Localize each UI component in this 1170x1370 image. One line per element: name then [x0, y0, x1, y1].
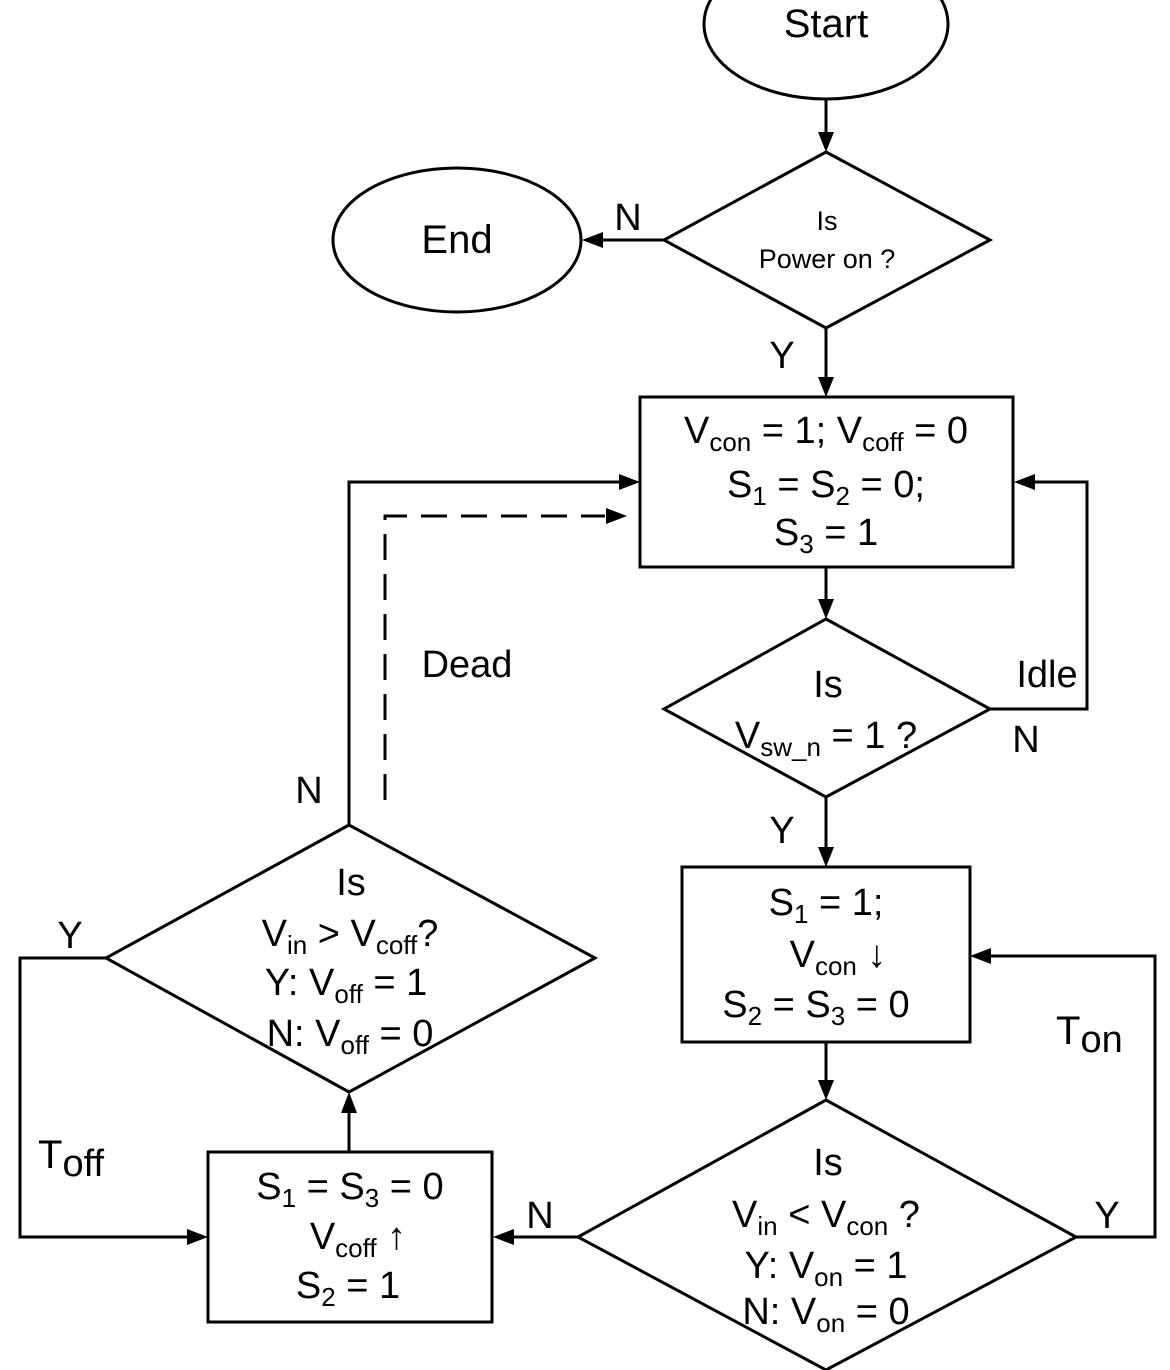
label-idle: Idle — [1016, 654, 1077, 696]
coff-decision-line4: N: Voff = 0 — [267, 1013, 434, 1060]
arrowhead — [970, 948, 991, 964]
start-label: Start — [784, 2, 868, 46]
end-label: End — [421, 218, 492, 262]
off-line2: Vcoff ↑ — [310, 1216, 406, 1263]
on-line2: Vcon ↓ — [790, 934, 887, 981]
edge-toff-loop — [18, 956, 188, 1239]
label-sw-no: N — [1012, 719, 1039, 761]
coff-decision-line1: Is — [336, 862, 366, 904]
arrowhead — [619, 474, 640, 490]
label-dead: Dead — [422, 644, 513, 686]
con-decision-line3: Y: Von = 1 — [744, 1245, 907, 1292]
label-con-no: N — [526, 1195, 553, 1237]
init-line2: S1 = S2 = 0; — [727, 464, 925, 511]
init-line3: S3 = 1 — [774, 512, 878, 559]
edge-coff-init — [347, 480, 620, 825]
label-con-yes: Y — [1094, 1195, 1119, 1237]
edge-ton-loop — [990, 954, 1157, 1239]
edge-dead-dashed — [383, 514, 605, 800]
con-decision-line2: Vin < Vcon ? — [732, 1194, 920, 1241]
arrowhead — [818, 132, 834, 152]
end-terminal: End — [331, 166, 583, 314]
coff-decision: Is Vin > Vcoff? Y: Voff = 1 N: Voff = 0 — [102, 823, 599, 1094]
arrowhead — [187, 1229, 208, 1245]
switch-decision-line1: Is — [813, 664, 843, 706]
edge-labels: N Y Idle N Y Dead N Y Ton Toff N Y — [38, 197, 1123, 1237]
connectors — [18, 100, 1157, 1245]
label-ton: Ton — [1056, 1009, 1123, 1061]
power-decision-line1: Is — [816, 206, 837, 236]
power-decision-line2: Power on ? — [759, 244, 896, 274]
coff-decision-line2: Vin > Vcoff? — [262, 913, 439, 960]
arrowhead — [606, 508, 627, 524]
on-process: S1 = 1; Vcon ↓ S2 = S3 = 0 — [680, 865, 972, 1044]
arrowhead — [493, 1229, 514, 1245]
off-process: S1 = S3 = 0 Vcoff ↑ S2 = 1 — [206, 1150, 494, 1324]
switch-decision: Is Vsw_n = 1 ? — [660, 617, 994, 799]
off-line1: S1 = S3 = 0 — [256, 1166, 443, 1213]
label-power-no: N — [614, 197, 641, 239]
label-coff-yes: Y — [57, 915, 82, 957]
arrowhead — [582, 232, 603, 248]
arrowhead — [1014, 474, 1035, 490]
switch-decision-line2: Vsw_n = 1 ? — [735, 715, 917, 762]
on-line1: S1 = 1; — [769, 882, 884, 929]
off-line3: S2 = 1 — [296, 1265, 400, 1312]
con-decision-line1: Is — [813, 1142, 843, 1184]
arrowhead — [341, 1092, 357, 1113]
label-power-yes: Y — [769, 335, 794, 377]
label-toff: Toff — [38, 1133, 104, 1185]
con-decision-line4: N: Von = 0 — [742, 1291, 909, 1338]
arrowhead — [818, 847, 834, 867]
init-line1: Vcon = 1; Vcoff = 0 — [684, 410, 968, 457]
arrowhead — [818, 1080, 834, 1100]
edge-idle-loop — [990, 480, 1089, 711]
label-sw-yes: Y — [769, 810, 794, 852]
start-terminal: Start — [702, 0, 950, 101]
label-coff-no: N — [295, 770, 322, 812]
con-decision: Is Vin < Vcon ? Y: Von = 1 N: Von = 0 — [574, 1098, 1080, 1370]
arrowhead — [818, 599, 834, 619]
on-line3: S2 = S3 = 0 — [722, 984, 909, 1031]
init-process: Vcon = 1; Vcoff = 0 S1 = S2 = 0; S3 = 1 — [638, 395, 1015, 569]
coff-decision-line3: Y: Voff = 1 — [265, 962, 428, 1009]
arrowhead — [818, 377, 834, 397]
power-decision: Is Power on ? — [660, 150, 994, 330]
